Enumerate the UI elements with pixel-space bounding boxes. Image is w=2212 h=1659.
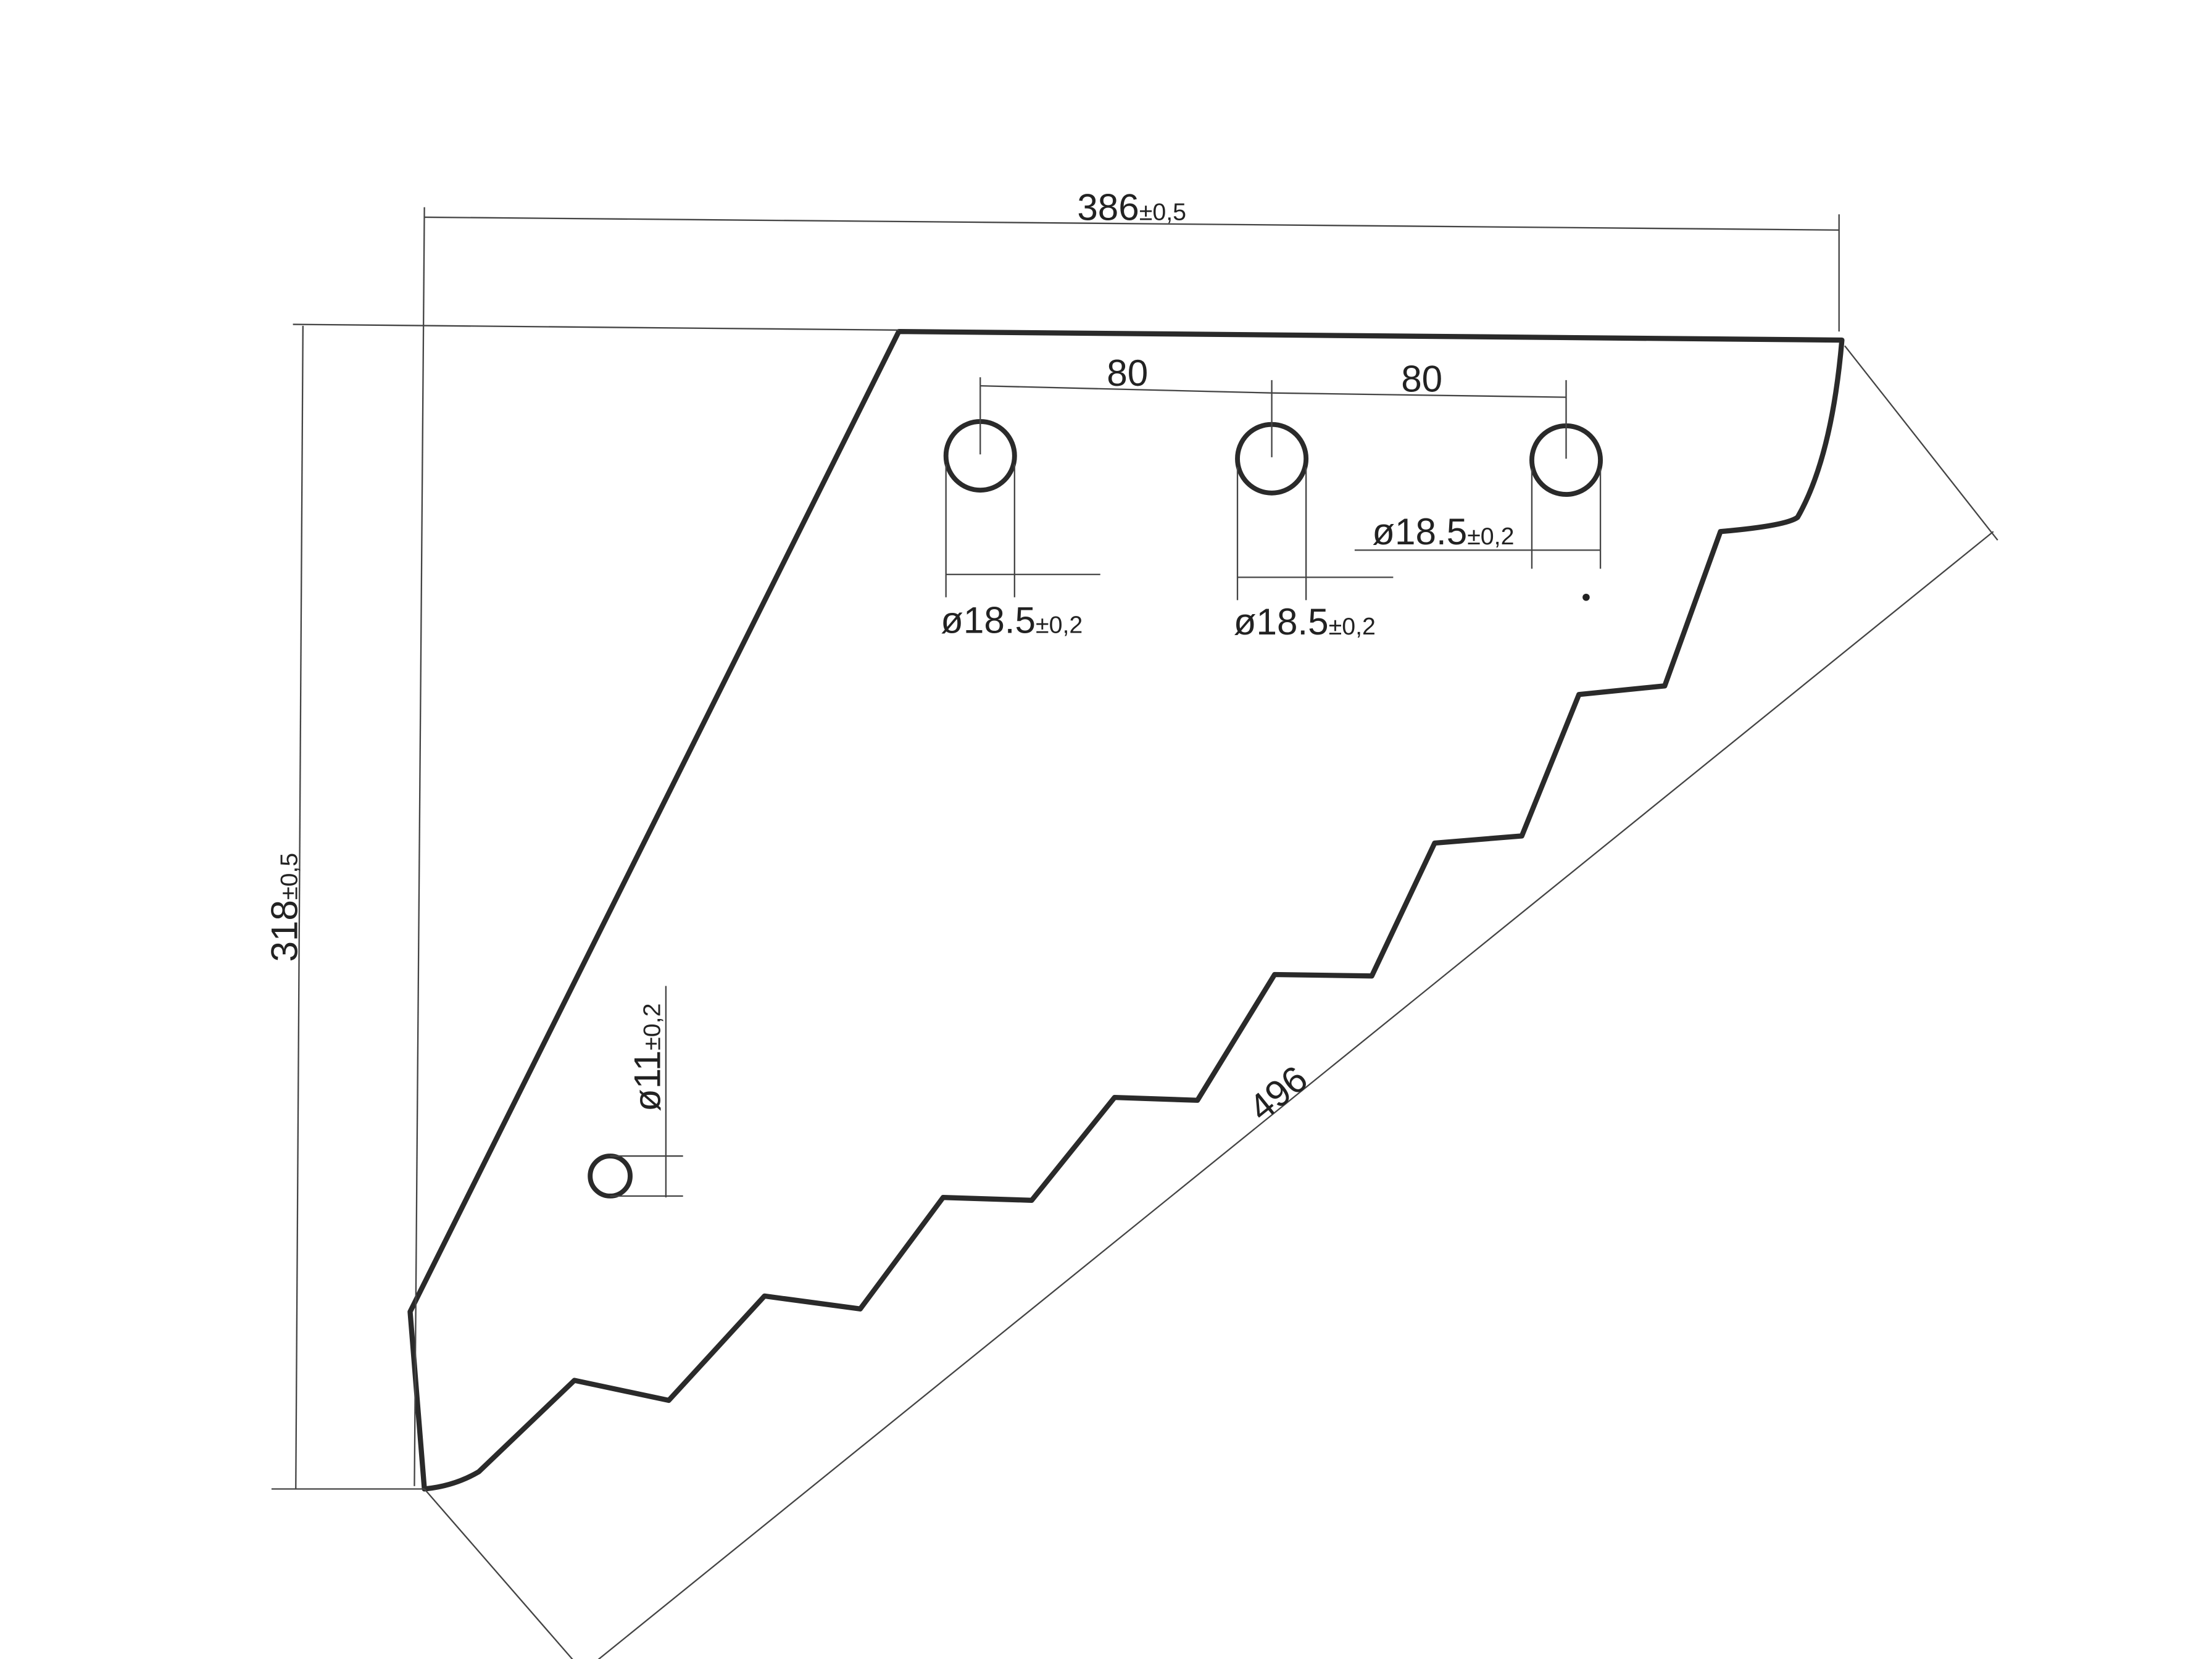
small-hole-diameter-dimension: ø11±0,2 <box>610 986 683 1198</box>
hole-spacing-dimensions: 80 80 <box>979 352 1567 459</box>
svg-text:ø18.5±0,2: ø18.5±0,2 <box>941 600 1083 641</box>
svg-text:ø18.5±0,2: ø18.5±0,2 <box>1372 511 1514 552</box>
small-hole <box>588 1154 633 1199</box>
diagonal-dimension: 496 <box>423 345 1998 1659</box>
height-dimension: 318±0,5 <box>264 323 899 1490</box>
svg-text:318±0,5: 318±0,5 <box>264 853 306 962</box>
svg-text:80: 80 <box>1107 352 1148 394</box>
svg-text:ø11±0,2: ø11±0,2 <box>627 1004 668 1112</box>
width-dimension: 386±0,5 <box>414 187 1840 1486</box>
svg-text:ø18.5±0,2: ø18.5±0,2 <box>1234 601 1376 642</box>
svg-text:496: 496 <box>1241 1058 1315 1129</box>
mark-dot <box>1582 593 1590 601</box>
svg-text:386±0,5: 386±0,5 <box>1077 187 1186 228</box>
hole-1-diameter-dimension: ø18.5±0,2 <box>941 464 1100 641</box>
blade-outline <box>407 328 1845 1492</box>
svg-text:80: 80 <box>1401 358 1442 399</box>
hole-3-diameter-dimension: ø18.5±0,2 <box>1354 468 1602 569</box>
hole-2-diameter-dimension: ø18.5±0,2 <box>1234 467 1394 642</box>
